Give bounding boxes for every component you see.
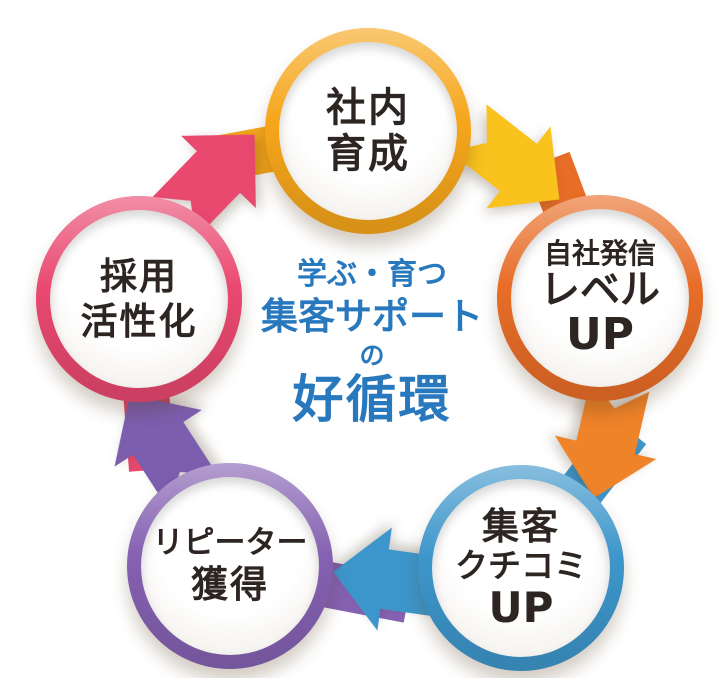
node-label-line: 社内 (326, 85, 410, 131)
node-label-line: レベル (540, 266, 660, 313)
node-label-line: リピーター (152, 525, 308, 562)
node-face: 社内 育成 (279, 42, 457, 220)
center-caption-line: 集客サポート (261, 294, 483, 338)
center-caption-line: 好循環 (292, 371, 452, 431)
node-label-line: 集客 (482, 504, 560, 548)
center-caption-line: の (359, 340, 385, 370)
node-own-media-level-up: 自社発信 レベル UP (497, 195, 703, 401)
node-label-line: 活性化 (80, 300, 198, 343)
node-face: 集客 クチコミ UP (432, 479, 610, 657)
node-label-line: クチコミ (455, 546, 587, 586)
node-face: 自社発信 レベル UP (511, 209, 689, 387)
node-face: 採用 活性化 (50, 210, 228, 388)
node-recruiting-activation: 採用 活性化 (36, 196, 242, 402)
node-label-line: 採用 (100, 254, 178, 298)
node-label-line: 育成 (326, 131, 410, 177)
node-label-line: UP (566, 309, 634, 361)
center-caption-line: 学ぶ・育つ (297, 257, 447, 292)
node-in-house-training: 社内 育成 (265, 28, 471, 234)
node-customer-word-of-mouth-up: 集客 クチコミ UP (418, 465, 624, 671)
node-repeat-customers: リピーター 獲得 (127, 463, 333, 669)
node-label-line: 獲得 (191, 563, 269, 607)
center-caption: 学ぶ・育つ 集客サポート の 好循環 (212, 257, 532, 431)
node-label-line: UP (488, 583, 554, 633)
node-label-line: 自社発信 (543, 236, 656, 270)
node-face: リピーター 獲得 (141, 477, 319, 655)
